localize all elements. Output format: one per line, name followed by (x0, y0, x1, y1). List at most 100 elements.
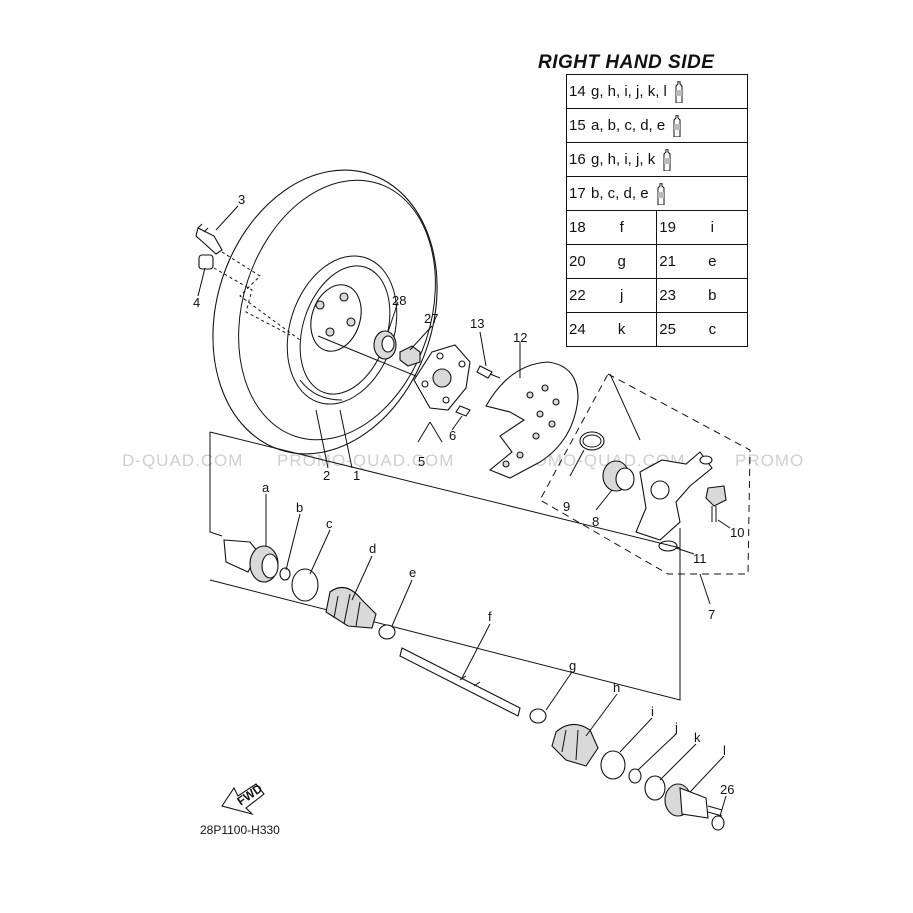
grease-tube-icon (673, 114, 681, 137)
watermark-text: D-QUAD.COM (122, 451, 243, 470)
oil-seal-k (644, 775, 666, 801)
part-ref: c (677, 312, 748, 347)
part-number: 20 (566, 244, 587, 279)
nut-27 (399, 345, 421, 367)
grease-tube-icon (657, 182, 665, 205)
legend-row: 14 g, h, i, j, k, l (566, 74, 748, 109)
callout-k: k (694, 730, 701, 745)
boot-band-e (378, 624, 396, 640)
callout-g: g (569, 658, 576, 673)
watermark-text: PROMO-QUAD.COM (277, 451, 454, 470)
part-number: 24 (566, 312, 587, 347)
legend-row: 16 g, h, i, j, k (566, 142, 748, 177)
legend-title: RIGHT HAND SIDE (538, 52, 715, 73)
ball-joint (705, 485, 727, 522)
kit-items: a, b, c, d, e (587, 108, 748, 143)
circlip (579, 431, 605, 451)
callout-4: 4 (193, 295, 200, 310)
hub-bolt (476, 365, 501, 379)
kit-number: 14 (566, 74, 587, 109)
part-number: 25 (656, 312, 678, 347)
legend-row: 15 a, b, c, d, e (566, 108, 748, 143)
circlip-j (628, 768, 642, 784)
callout-c: c (326, 516, 333, 531)
kit-items: b, c, d, e (587, 176, 748, 211)
callout-2: 2 (323, 468, 330, 483)
hub (413, 344, 471, 411)
part-ref: g (587, 244, 658, 279)
part-number: 21 (656, 244, 678, 279)
watermark-text: PROMO (735, 451, 804, 470)
callout-12: 12 (513, 330, 527, 345)
boot-d (325, 586, 377, 629)
part-ref: j (587, 278, 658, 313)
callout-b: b (296, 500, 303, 515)
boot-h (551, 723, 599, 767)
kit-items: g, h, i, j, k (587, 142, 748, 177)
callout-10: 10 (730, 525, 744, 540)
collar (373, 330, 397, 360)
callout-h: h (613, 680, 620, 695)
circlip-26 (711, 815, 725, 831)
callout-i: i (651, 704, 654, 719)
drive-shaft (399, 647, 521, 717)
circlip-b (279, 567, 291, 581)
callout-a: a (262, 480, 270, 495)
callout-e: e (409, 565, 416, 580)
callout-9: 9 (563, 499, 570, 514)
boot-band-g (529, 708, 547, 724)
part-ref: k (587, 312, 658, 347)
valve-stem (195, 223, 223, 255)
boot-band-c (291, 568, 319, 602)
grease-tube-icon (675, 80, 683, 103)
wheel-tire (212, 169, 438, 455)
kit-items-text: g, h, i, j, k, l (591, 82, 667, 100)
callout-f: f (488, 609, 492, 624)
knuckle (635, 451, 713, 541)
callout-5: 5 (418, 454, 425, 469)
callout-13: 13 (470, 316, 484, 331)
kit-items-text: g, h, i, j, k (591, 150, 656, 168)
boot-band-i (600, 750, 626, 780)
kit-number: 15 (566, 108, 587, 143)
callout-8: 8 (592, 514, 599, 529)
callout-11: 11 (693, 551, 707, 566)
callout-28: 28 (392, 293, 406, 308)
cv-joint-inner (664, 783, 723, 819)
kit-items: g, h, i, j, k, l (587, 74, 748, 109)
watermark-text: PROMO-QUAD.COM (508, 451, 685, 470)
legend-row: 17 b, c, d, e (566, 176, 748, 211)
diagram-code: 28P1100-H330 (200, 823, 280, 837)
part-number: 23 (656, 278, 678, 313)
legend-table: 14 g, h, i, j, k, l 15 a, b, c, d, e 16 … (566, 74, 748, 347)
part-ref: f (587, 210, 658, 245)
callout-1: 1 (353, 468, 360, 483)
cv-joint-outer (223, 539, 279, 583)
kit-items-text: a, b, c, d, e (591, 116, 666, 134)
part-ref: i (677, 210, 748, 245)
cotter-pin (658, 540, 678, 552)
legend-row: 22 j 23 b (566, 278, 748, 313)
legend-row: 20 g 21 e (566, 244, 748, 279)
callout-l: l (723, 743, 726, 758)
callout-27: 27 (424, 311, 438, 326)
part-number: 19 (656, 210, 678, 245)
kit-items-text: b, c, d, e (591, 184, 649, 202)
kit-number: 17 (566, 176, 587, 211)
part-ref: e (677, 244, 748, 279)
part-number: 18 (566, 210, 587, 245)
callout-3: 3 (238, 192, 245, 207)
part-ref: b (677, 278, 748, 313)
callout-d: d (369, 541, 376, 556)
valve-nut (198, 254, 214, 270)
fwd-arrow-icon: FWD (221, 781, 265, 816)
disc-guard (485, 361, 579, 479)
callout-7: 7 (708, 607, 715, 622)
grease-tube-icon (663, 148, 671, 171)
callout-j: j (674, 720, 678, 735)
legend-row: 18 f 19 i (566, 210, 748, 245)
legend-row: 24 k 25 c (566, 312, 748, 347)
bearing (602, 460, 635, 492)
kit-number: 16 (566, 142, 587, 177)
